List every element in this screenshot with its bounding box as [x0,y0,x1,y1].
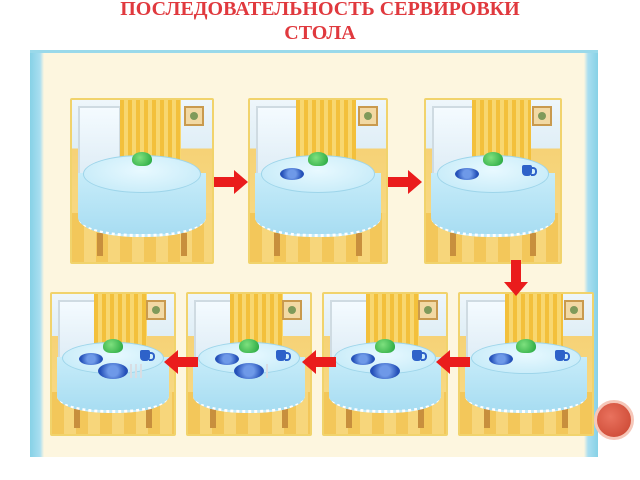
table-setting-step-7 [50,292,176,436]
vase-icon [239,338,259,353]
vase-icon [483,151,503,166]
table-leg [180,232,187,256]
vase-icon [375,338,395,353]
cup-icon [522,164,538,176]
picture-frame-icon [418,300,438,320]
table-leg [97,232,104,256]
table-leg [450,232,457,256]
table-setting-step-1 [70,98,214,264]
picture-frame-icon [282,300,302,320]
small-plate-icon [279,168,304,181]
table-setting-step-2 [248,98,388,264]
picture-frame-icon [184,106,204,126]
picture-frame-icon [146,300,166,320]
large-plate-icon [98,362,129,379]
picture-frame-icon [532,106,552,126]
table-setting-step-3 [424,98,562,264]
large-plate-icon [370,362,401,379]
table-leg [418,408,425,429]
cup-icon [411,350,427,361]
table-leg [209,408,216,429]
large-plate-icon [234,362,265,379]
small-plate-icon [214,352,239,365]
small-plate-icon [350,352,375,365]
picture-frame-icon [564,300,584,320]
arrow-right-icon [214,170,248,194]
vase-icon [132,151,152,166]
arrow-left-icon [164,350,198,374]
small-plate-icon [455,168,480,181]
table-leg [483,408,490,429]
arrow-down-icon [504,260,528,296]
table-leg [355,232,362,256]
small-plate-icon [78,352,103,365]
table-setting-step-4 [458,292,594,436]
page-title-line-1: ПОСЛЕДОВАТЕЛЬНОСТЬ СЕРВИРОВКИ [120,0,520,20]
table-setting-step-5 [322,292,448,436]
cup-icon [275,350,291,361]
vase-icon [516,338,536,353]
table-leg [282,408,289,429]
cup-icon [555,350,571,361]
table-leg [529,232,536,256]
fork-icon [134,364,137,378]
table-leg [345,408,352,429]
arrow-left-icon [436,350,470,374]
table-setting-step-6 [186,292,312,436]
knife-icon [139,364,142,378]
small-plate-icon [489,352,514,365]
arrow-left-icon [302,350,336,374]
vase-icon [308,151,328,166]
arrow-right-icon [388,170,422,194]
vase-icon [103,338,123,353]
table-leg [562,408,569,429]
page-title-line-2: СТОЛА [284,22,356,44]
cup-icon [139,350,155,361]
table-leg [73,408,80,429]
nav-circle-icon[interactable] [594,400,634,440]
picture-frame-icon [358,106,378,126]
table-leg [274,232,281,256]
spoon-icon [130,364,133,378]
table-leg [146,408,153,429]
spoon-icon [266,364,269,378]
